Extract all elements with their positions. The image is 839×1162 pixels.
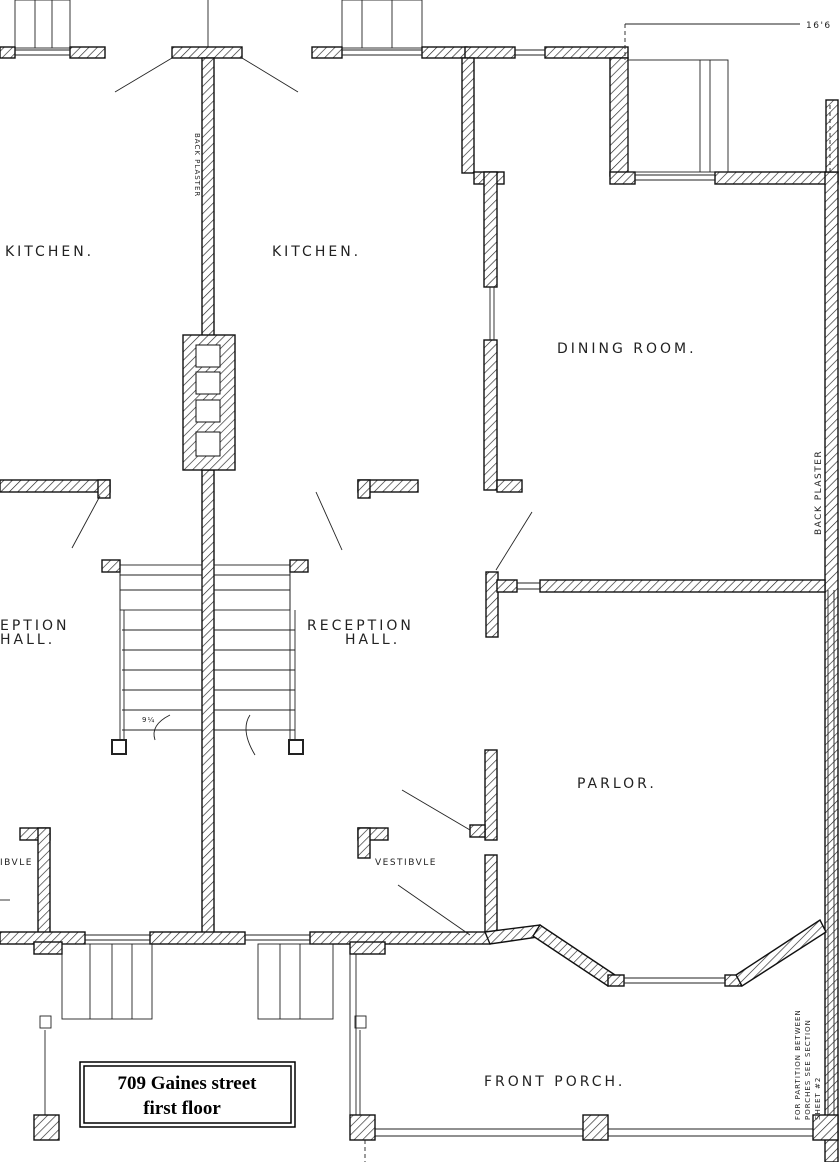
stair-note: 9¼ — [142, 716, 155, 724]
room-label-reception-left-1: EPTION — [0, 618, 69, 634]
window-lines — [0, 23, 835, 1130]
room-label-kitchen: KITCHEN. — [272, 244, 361, 260]
top-windows — [14, 0, 423, 49]
stairs — [101, 559, 309, 756]
room-label-reception-left-2: HALL. — [0, 632, 55, 648]
room-label-vestibule-left: IBVLE — [0, 858, 33, 868]
porch — [33, 943, 839, 1162]
note-back-plaster-right: BACK PLASTER — [814, 450, 824, 535]
room-label-parlor: PARLOR. — [577, 776, 657, 792]
room-label-reception-hall-2: HALL. — [345, 632, 400, 648]
dimension-label: 16'6 — [806, 21, 832, 31]
room-label-vestibule: VESTIBVLE — [375, 858, 437, 868]
porch-note-1: FOR PARTITION BETWEEN — [794, 1009, 802, 1120]
room-label-dining-room: DINING ROOM. — [557, 341, 697, 357]
note-back-plaster-left: BACK PLASTER — [193, 133, 201, 197]
room-label-kitchen-left: KITCHEN. — [5, 244, 94, 260]
caption-line-1: 709 Gaines street — [118, 1073, 258, 1094]
porch-note-2: PORCHES SEE SECTION — [804, 1019, 812, 1120]
caption-box: 709 Gaines street first floor — [79, 1061, 296, 1128]
room-label-front-porch: FRONT PORCH. — [484, 1074, 625, 1090]
porch-note-3: SHEET #2 — [814, 1077, 822, 1120]
room-label-reception-hall-1: RECEPTION — [307, 618, 414, 634]
walls — [0, 46, 839, 1162]
caption-line-2: first floor — [143, 1098, 221, 1119]
